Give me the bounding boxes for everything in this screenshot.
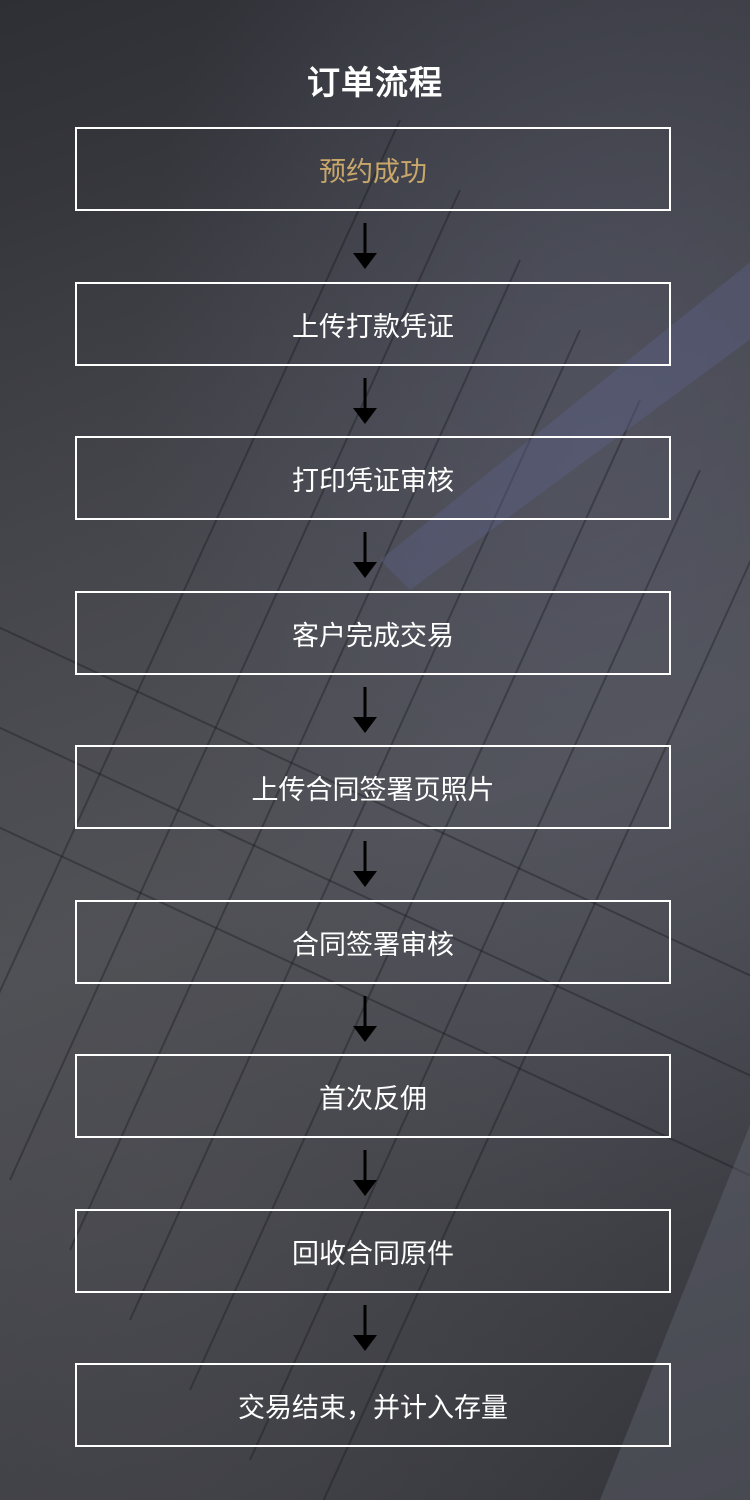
flow-step: 客户完成交易 (75, 591, 671, 675)
arrow-down-icon (353, 378, 377, 424)
flow-step-label: 合同签署审核 (292, 929, 454, 961)
flow-step-label: 预约成功 (319, 156, 427, 188)
flow-step-label: 上传合同签署页照片 (251, 774, 495, 806)
flow-step-label: 打印凭证审核 (292, 465, 454, 497)
flow-step: 打印凭证审核 (75, 436, 671, 520)
flow-step: 合同签署审核 (75, 900, 671, 984)
arrow-down-icon (353, 1305, 377, 1351)
flow-step: 交易结束，并计入存量 (75, 1363, 671, 1447)
flow-step: 回收合同原件 (75, 1209, 671, 1293)
arrow-down-icon (353, 1150, 377, 1196)
flow-step-label: 交易结束，并计入存量 (238, 1392, 508, 1424)
arrow-down-icon (353, 687, 377, 733)
flow-step-label: 回收合同原件 (292, 1238, 454, 1270)
arrow-down-icon (353, 996, 377, 1042)
flow-step: 首次反佣 (75, 1054, 671, 1138)
flow-step: 上传打款凭证 (75, 282, 671, 366)
arrow-down-icon (353, 532, 377, 578)
flow-step: 预约成功 (75, 127, 671, 211)
flow-step-label: 首次反佣 (319, 1083, 427, 1115)
page-title: 订单流程 (307, 63, 443, 102)
arrow-down-icon (353, 841, 377, 887)
flow-step: 上传合同签署页照片 (75, 745, 671, 829)
arrow-down-icon (353, 223, 377, 269)
flow-step-label: 上传打款凭证 (292, 311, 454, 343)
flow-step-label: 客户完成交易 (292, 620, 454, 652)
